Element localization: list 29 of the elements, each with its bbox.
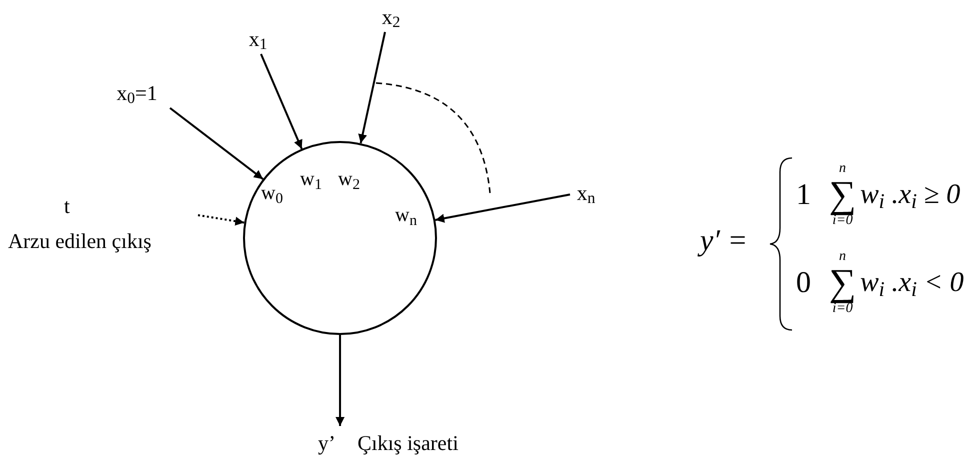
input-label: x$_{1}$ bbox=[248, 28, 268, 50]
input-label: Arzu edilen çıkış bbox=[8, 231, 152, 252]
formula-text: 1 bbox=[796, 180, 811, 210]
formula-text: i=0 bbox=[832, 302, 853, 316]
arrow bbox=[169, 107, 264, 180]
weight-label: w$_{0}$ bbox=[261, 183, 283, 203]
input-label: x$_{2}$ bbox=[382, 6, 400, 28]
formula-text: n bbox=[839, 162, 846, 176]
weight-label: w$_{2}$ bbox=[338, 169, 360, 189]
input-label: x$_{0}$=1 bbox=[116, 82, 158, 104]
input-label: t bbox=[64, 196, 70, 217]
formula-text: ∑ bbox=[829, 176, 856, 214]
arrow bbox=[435, 194, 570, 223]
input-label: x$_{n}$ bbox=[576, 182, 596, 204]
formula-text: 0 bbox=[796, 268, 811, 298]
arrow bbox=[260, 54, 303, 150]
arrow bbox=[358, 32, 386, 144]
formula-text: w$_{i}$ .x$_{i}$ < 0 bbox=[860, 269, 964, 297]
formula-text: n bbox=[839, 250, 846, 264]
formula-text: y′ = bbox=[700, 226, 748, 256]
formula-text: w$_{i}$ .x$_{i}$ ≥ 0 bbox=[860, 181, 960, 209]
formula-text: ∑ bbox=[829, 264, 856, 302]
weight-label: w$_{n}$ bbox=[395, 205, 417, 225]
weight-label: w$_{1}$ bbox=[300, 169, 322, 189]
formula-text: i=0 bbox=[832, 214, 853, 228]
output-label: Çıkış işareti bbox=[358, 433, 458, 454]
arrow bbox=[336, 335, 345, 426]
output-label: y’ bbox=[318, 433, 336, 454]
arrow bbox=[198, 214, 244, 226]
